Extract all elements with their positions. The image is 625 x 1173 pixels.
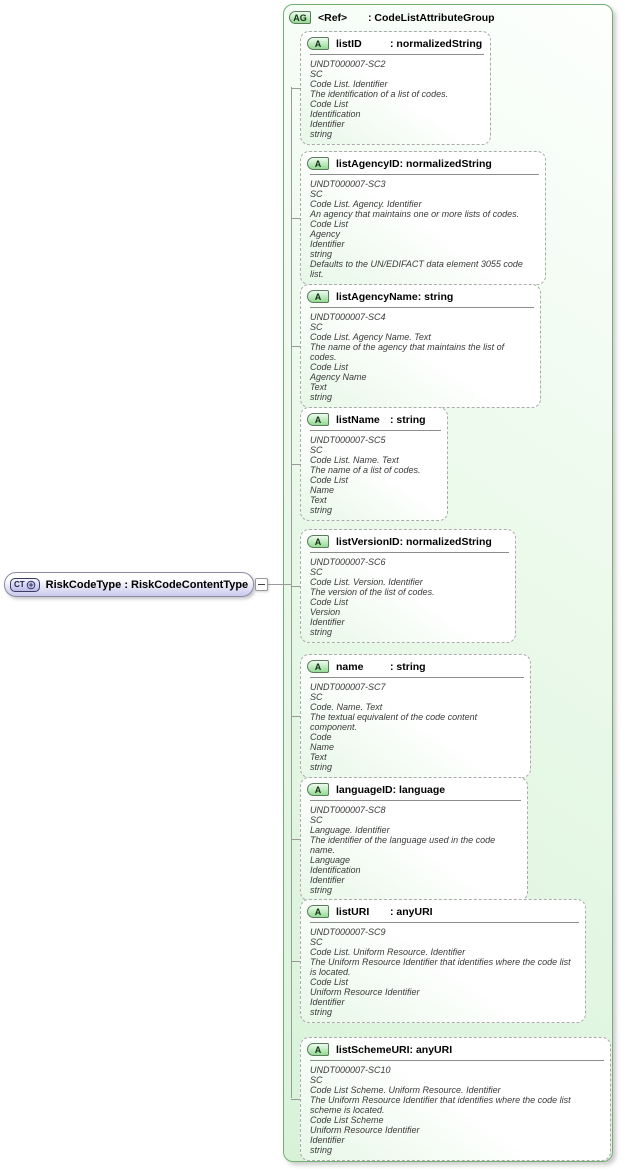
attribute-box-listAgencyName[interactable]: A listAgencyName : string UNDT000007-SC4… xyxy=(291,284,541,408)
attribute-box-listID[interactable]: A listID : normalizedString UNDT000007-S… xyxy=(291,31,491,145)
root-node-label: RiskCodeType : RiskCodeContentType xyxy=(45,578,249,591)
root-complextype-node[interactable]: CT RiskCodeType : RiskCodeContentType xyxy=(4,572,254,597)
header-divider xyxy=(310,552,509,553)
attribute-icon: A xyxy=(307,783,329,796)
attribute-group-type: : CodeListAttributeGroup xyxy=(368,11,495,24)
attribute-annotation: UNDT000007-SC7 SC Code. Name. Text The t… xyxy=(310,682,478,772)
attribute-box-name[interactable]: A name : string UNDT000007-SC7 SC Code. … xyxy=(291,654,531,778)
attribute-group-icon: AG xyxy=(289,11,311,24)
attribute-type: : string xyxy=(390,413,426,426)
plus-circle-icon xyxy=(26,580,35,589)
tree-connector-line xyxy=(291,87,292,1098)
attribute-annotation: UNDT000007-SC9 SC Code List. Uniform Res… xyxy=(310,927,571,1017)
header-divider xyxy=(310,54,484,55)
attribute-header: A listID : normalizedString xyxy=(301,32,490,54)
attribute-name: listURI xyxy=(336,905,370,918)
header-divider xyxy=(310,307,534,308)
attribute-name: listName xyxy=(336,413,380,426)
attribute-name: listSchemeURI xyxy=(336,1043,410,1056)
attribute-annotation: UNDT000007-SC8 SC Language. Identifier T… xyxy=(310,805,496,895)
attribute-type: : normalizedString xyxy=(399,535,492,548)
attribute-name: listVersionID xyxy=(336,535,400,548)
attribute-box-listAgencyID[interactable]: A listAgencyID : normalizedString UNDT00… xyxy=(291,151,546,285)
header-divider xyxy=(310,922,579,923)
attribute-icon: A xyxy=(307,905,329,918)
attribute-header: A listName : string xyxy=(301,408,447,430)
attribute-header: A listVersionID : normalizedString xyxy=(301,530,515,552)
attribute-annotation: UNDT000007-SC4 SC Code List. Agency Name… xyxy=(310,312,505,402)
attribute-annotation: UNDT000007-SC3 SC Code List. Agency. Ide… xyxy=(310,179,523,279)
attribute-header: A languageID : language xyxy=(301,778,527,800)
attribute-name: listAgencyName xyxy=(336,290,418,303)
attribute-annotation: UNDT000007-SC2 SC Code List. Identifier … xyxy=(310,59,449,139)
attribute-box-languageID[interactable]: A languageID : language UNDT000007-SC8 S… xyxy=(291,777,528,901)
attribute-icon: A xyxy=(307,290,329,303)
header-divider xyxy=(310,677,524,678)
attribute-name: listAgencyID xyxy=(336,157,400,170)
complextype-icon: CT xyxy=(10,577,40,592)
attribute-type: : string xyxy=(417,290,454,303)
attribute-type: : anyURI xyxy=(390,905,433,918)
header-divider xyxy=(310,800,521,801)
attribute-type: : normalizedString xyxy=(399,157,492,170)
header-divider xyxy=(310,174,539,175)
attribute-name: languageID xyxy=(336,783,393,796)
collapse-toggle[interactable] xyxy=(255,578,268,591)
attribute-type: : normalizedString xyxy=(390,37,483,50)
attribute-list: A listID : normalizedString UNDT000007-S… xyxy=(284,5,612,1161)
attribute-annotation: UNDT000007-SC5 SC Code List. Name. Text … xyxy=(310,435,421,515)
attribute-icon: A xyxy=(307,1043,329,1056)
attribute-type: : language xyxy=(392,783,446,796)
attribute-annotation: UNDT000007-SC10 SC Code List Scheme. Uni… xyxy=(310,1065,571,1155)
attribute-group-header[interactable]: AG <Ref> : CodeListAttributeGroup xyxy=(289,11,495,24)
attribute-icon: A xyxy=(307,660,329,673)
attribute-box-listName[interactable]: A listName : string UNDT000007-SC5 SC Co… xyxy=(291,407,448,521)
attribute-header: A listAgencyID : normalizedString xyxy=(301,152,545,174)
attribute-name: listID xyxy=(336,37,362,50)
header-divider xyxy=(310,430,441,431)
attribute-annotation: UNDT000007-SC6 SC Code List. Version. Id… xyxy=(310,557,435,637)
attribute-header: A listSchemeURI : anyURI xyxy=(301,1038,610,1060)
attribute-box-listVersionID[interactable]: A listVersionID : normalizedString UNDT0… xyxy=(291,529,516,643)
attribute-group-box: AG <Ref> : CodeListAttributeGroup A list… xyxy=(283,4,613,1162)
connector-line xyxy=(268,584,291,585)
complextype-icon-label: CT xyxy=(14,580,25,589)
attribute-header: A listURI : anyURI xyxy=(301,900,585,922)
attribute-name: name xyxy=(336,660,364,673)
attribute-box-listSchemeURI[interactable]: A listSchemeURI : anyURI UNDT000007-SC10… xyxy=(291,1037,611,1161)
attribute-type: : string xyxy=(390,660,426,673)
header-divider xyxy=(310,1060,604,1061)
attribute-icon: A xyxy=(307,37,329,50)
attribute-group-ref: <Ref> xyxy=(318,11,348,24)
attribute-icon: A xyxy=(307,413,329,426)
attribute-box-listURI[interactable]: A listURI : anyURI UNDT000007-SC9 SC Cod… xyxy=(291,899,586,1023)
attribute-header: A listAgencyName : string xyxy=(301,285,540,307)
attribute-icon: A xyxy=(307,535,329,548)
minus-icon xyxy=(258,584,265,585)
attribute-header: A name : string xyxy=(301,655,530,677)
attribute-type: : anyURI xyxy=(409,1043,453,1056)
attribute-icon: A xyxy=(307,157,329,170)
